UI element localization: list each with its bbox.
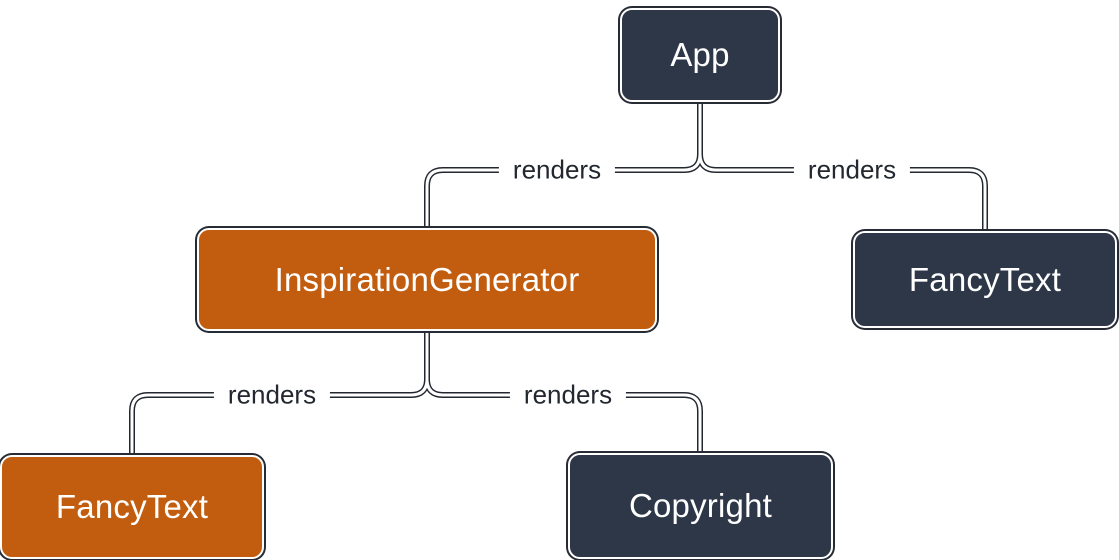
node-fancy-text-right: FancyText (853, 231, 1117, 328)
edge-label-app-inspirationgenerator: renders (498, 152, 616, 188)
node-copyright: Copyright (568, 453, 833, 559)
node-inspiration-generator: InspirationGenerator (197, 228, 657, 331)
edge-label-inspirationgenerator-copyright: renders (509, 377, 627, 413)
edge-label-inspirationgenerator-fancytext: renders (213, 377, 331, 413)
node-fancy-text-left: FancyText (0, 455, 264, 559)
edge-label-app-fancytext: renders (793, 152, 911, 188)
node-app: App (620, 8, 780, 102)
